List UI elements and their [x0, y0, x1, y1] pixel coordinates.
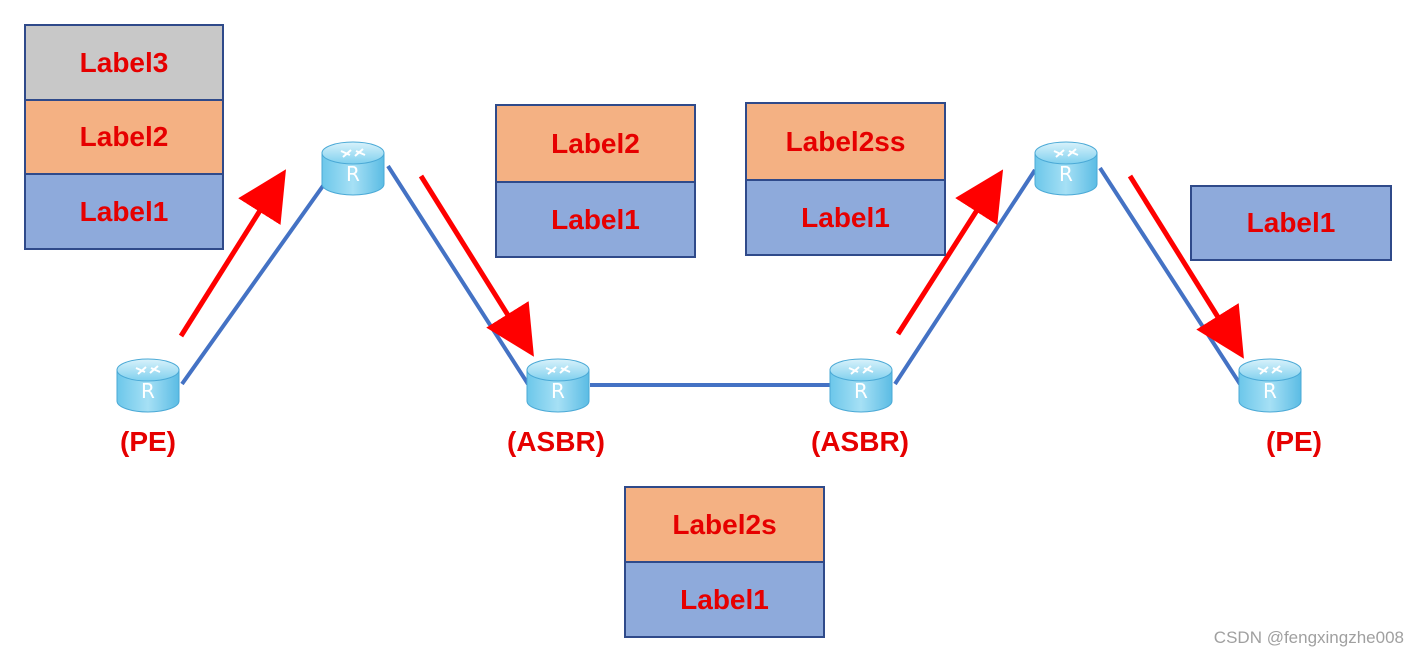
label-cell: Label1	[747, 181, 944, 254]
router-icon: R	[829, 358, 893, 413]
label-stack-4: Label1	[1190, 185, 1392, 261]
label-stack-5: Label2s Label1	[624, 486, 825, 638]
router-icon: R	[116, 358, 180, 413]
link-asbr-right-to-p-right	[893, 168, 1037, 386]
arrow-icon	[178, 169, 286, 338]
router-icon: R	[1238, 358, 1302, 413]
routers: R R R R R R	[116, 141, 1302, 413]
label-stack-1: Label3 Label2 Label1	[24, 24, 224, 250]
label-stack-3: Label2ss Label1	[745, 102, 946, 256]
router-icon: R	[321, 141, 385, 196]
label-stack-2: Label2 Label1	[495, 104, 696, 258]
label-cell: Label1	[1192, 187, 1390, 259]
label-cell: Label1	[497, 183, 694, 256]
traffic-arrows	[178, 169, 1244, 359]
router-letter: R	[1263, 379, 1277, 403]
role-label-pe-left: (PE)	[120, 426, 176, 457]
label-cell: Label3	[26, 26, 222, 101]
router-letter: R	[551, 379, 565, 403]
router-icon: R	[1034, 141, 1098, 196]
router-icon: R	[526, 358, 590, 413]
router-letter: R	[141, 379, 155, 403]
role-label-pe-right: (PE)	[1266, 426, 1322, 457]
router-letter: R	[1059, 162, 1073, 186]
link-pe-left-to-p-left	[180, 174, 332, 386]
arrow-icon	[418, 174, 534, 357]
label-cell: Label2ss	[747, 104, 944, 181]
role-label-asbr-left: (ASBR)	[507, 426, 605, 457]
label-cell: Label2	[26, 101, 222, 175]
router-letter: R	[346, 162, 360, 186]
links	[180, 164, 1242, 387]
arrow-icon	[895, 169, 1004, 336]
label-cell: Label1	[26, 175, 222, 248]
label-cell: Label2s	[626, 488, 823, 563]
label-cell: Label2	[497, 106, 694, 183]
watermark: CSDN @fengxingzhe008	[1213, 628, 1404, 647]
role-label-asbr-right: (ASBR)	[811, 426, 909, 457]
router-letter: R	[854, 379, 868, 403]
arrow-icon	[1127, 174, 1244, 359]
label-cell: Label1	[626, 563, 823, 636]
